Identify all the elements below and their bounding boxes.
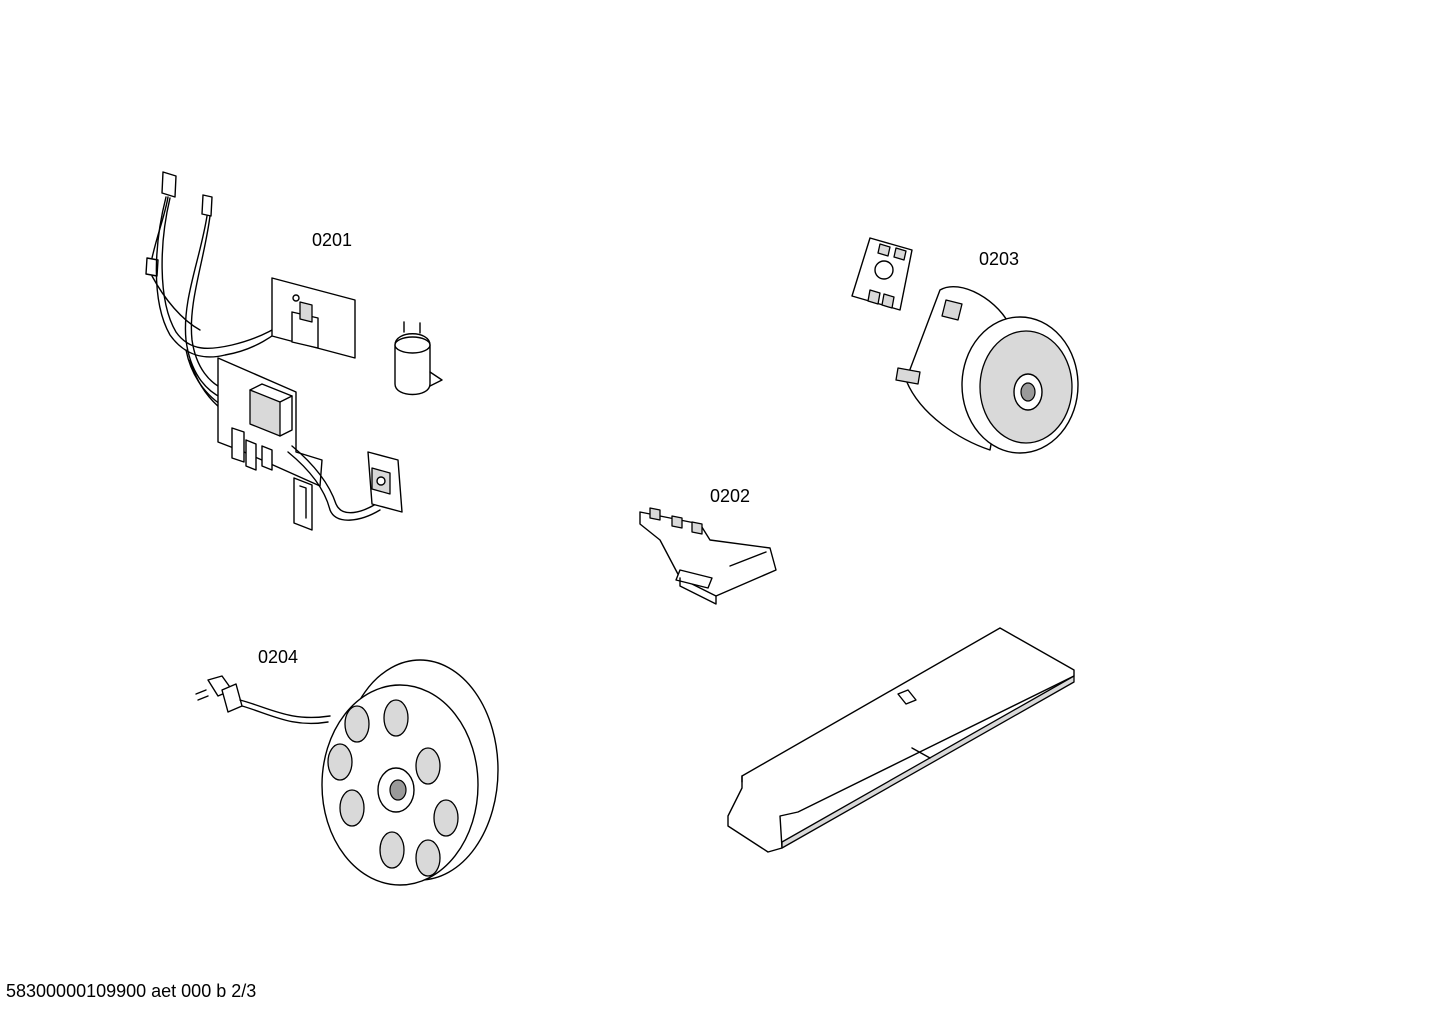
part-0203-motor [851,237,1079,454]
part-0202-switch [639,507,777,605]
document-footer-id: 58300000109900 aet 000 b 2/3 [6,981,257,1001]
label-0201: 0201 [312,230,352,250]
part-0201-board-assembly [145,171,443,531]
label-0203: 0203 [979,249,1019,269]
label-0204: 0204 [258,647,298,667]
label-0202: 0202 [710,486,750,506]
base-plate [727,627,1075,853]
part-0204-cord-reel [195,659,499,886]
